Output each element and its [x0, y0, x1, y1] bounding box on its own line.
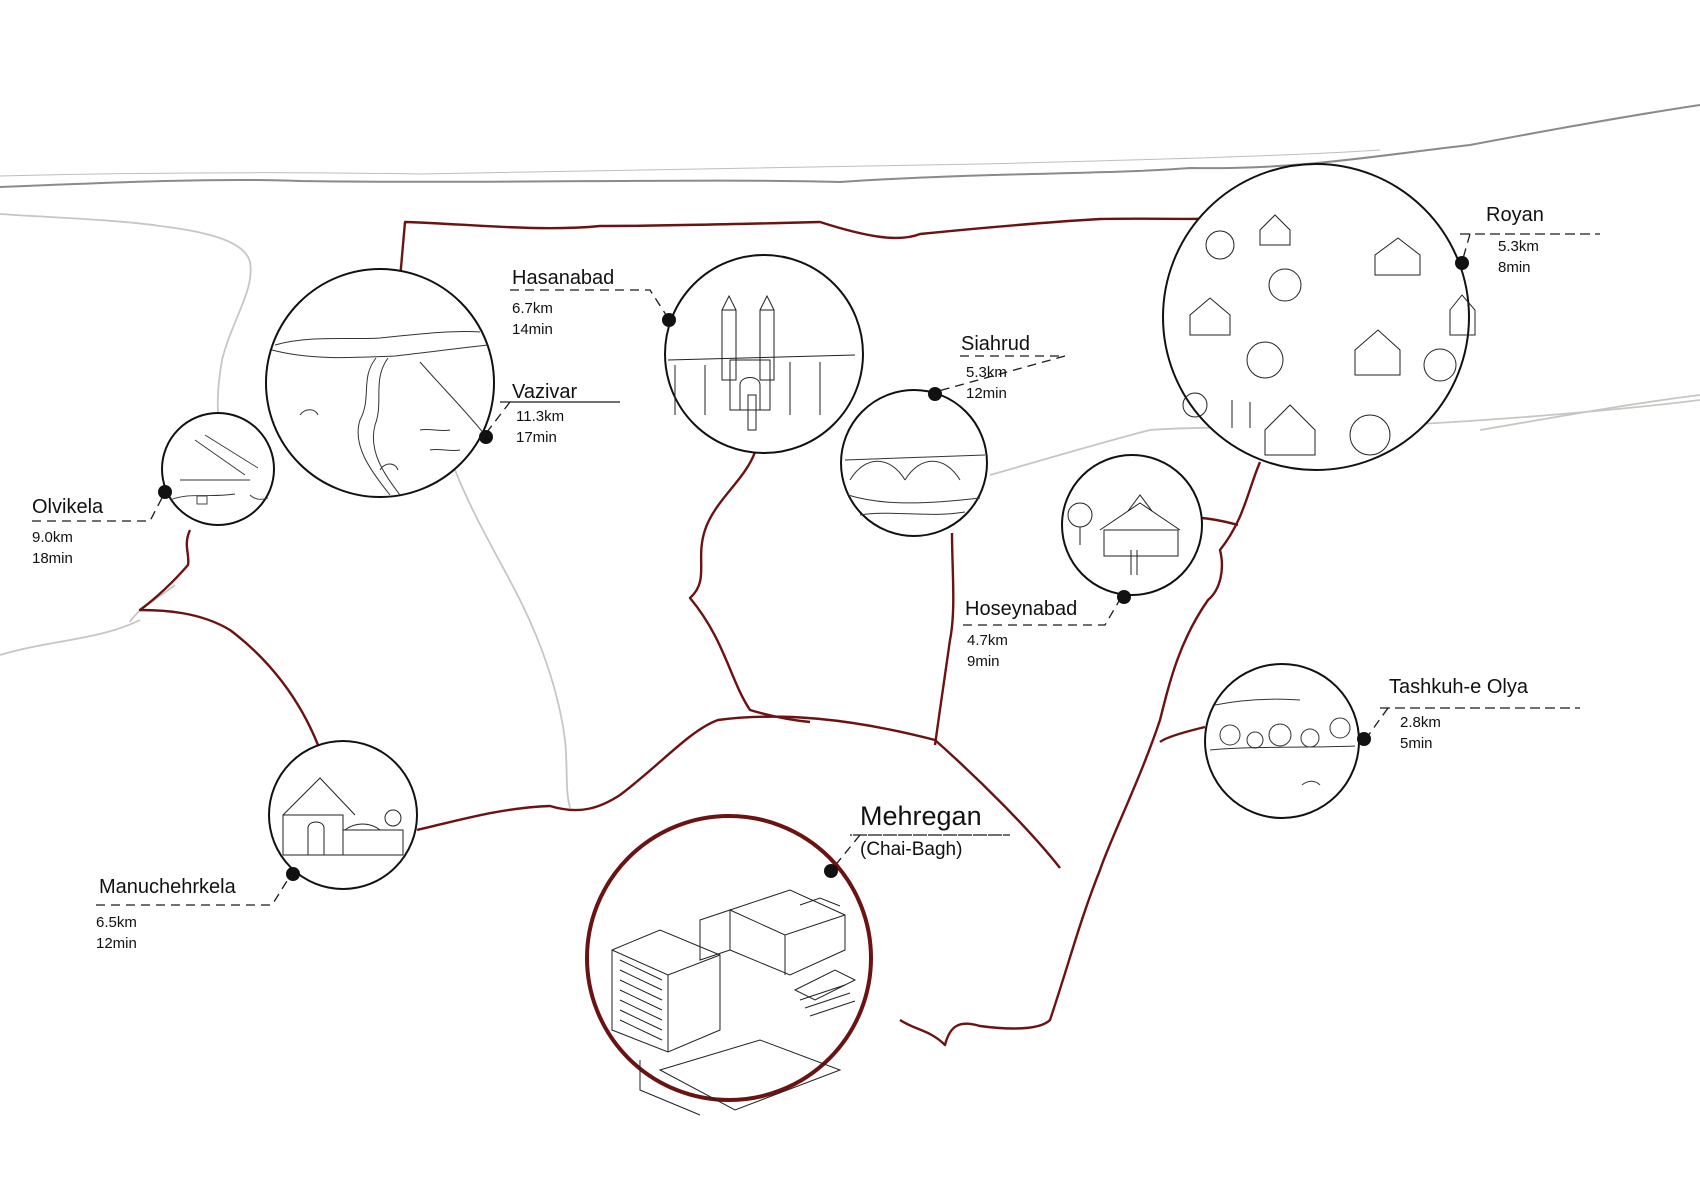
travel-time: 5min — [1400, 735, 1433, 752]
distance: 11.3km — [516, 408, 565, 425]
meta-olvikela: 9.0km 18min — [32, 527, 73, 569]
shrine-sketch-icon — [1067, 494, 1181, 575]
vignette-olvikela[interactable] — [161, 412, 275, 526]
marker-tashkuh — [1357, 732, 1371, 746]
distance: 6.5km — [96, 914, 137, 931]
vignette-hasanabad[interactable] — [664, 254, 864, 454]
meta-tashkuh: 2.8km 5min — [1400, 712, 1441, 754]
pavilions-sketch-icon — [1182, 214, 1476, 456]
label-chai-bagh: (Chai-Bagh) — [860, 840, 962, 859]
place-name: Vazivar — [512, 381, 578, 403]
distance: 5.3km — [1498, 238, 1539, 255]
meta-hoseynabad: 4.7km 9min — [967, 630, 1008, 672]
distance: 6.7km — [512, 300, 553, 317]
tomb-sketch-icon — [282, 777, 404, 856]
river-valley-sketch-icon — [271, 330, 489, 496]
travel-time: 17min — [516, 429, 557, 446]
travel-time: 8min — [1498, 259, 1531, 276]
marker-hasanabad — [662, 313, 676, 327]
vignette-mehregan[interactable] — [585, 814, 873, 1116]
vignette-royan[interactable] — [1162, 163, 1476, 471]
location-markers — [158, 256, 1469, 881]
vignette-tashkuh[interactable] — [1204, 663, 1360, 819]
label-olvikela: Olvikela — [32, 497, 103, 517]
main-site-name: Mehregan — [860, 801, 982, 831]
vignette-manuchehrkela[interactable] — [268, 740, 418, 890]
route-siahrud — [933, 532, 955, 746]
meta-royan: 5.3km 8min — [1498, 236, 1539, 278]
distance: 5.3km — [966, 364, 1007, 381]
marker-royan — [1455, 256, 1469, 270]
marker-vazivar — [479, 430, 493, 444]
marker-siahrud — [928, 387, 942, 401]
meta-vazivar: 11.3km 17min — [516, 406, 564, 448]
distance: 9.0km — [32, 529, 73, 546]
vignette-siahrud[interactable] — [840, 389, 988, 537]
building-perspective-sketch-icon — [611, 889, 857, 1116]
travel-time: 12min — [96, 935, 137, 952]
place-name: Manuchehrkela — [99, 876, 236, 898]
route-hasanabad — [688, 451, 811, 724]
terrain-sketch-icon — [169, 434, 269, 505]
marker-mehregan — [824, 864, 838, 878]
lake-sketch-icon — [1209, 698, 1356, 786]
route-northern — [398, 216, 1241, 280]
travel-time: 12min — [966, 385, 1007, 402]
vignette-hoseynabad[interactable] — [1061, 454, 1203, 596]
label-mehregan: Mehregan — [860, 803, 982, 830]
place-name: Hoseynabad — [965, 598, 1078, 620]
mosque-sketch-icon — [667, 294, 856, 431]
marker-olvikela — [158, 485, 172, 499]
meta-manuchehrkela: 6.5km 12min — [96, 912, 137, 954]
travel-time: 14min — [512, 321, 553, 338]
label-hoseynabad: Hoseynabad — [965, 599, 1077, 619]
leader-lines — [32, 233, 1600, 906]
marker-manuchehrkela — [286, 867, 300, 881]
distance: 2.8km — [1400, 714, 1441, 731]
road-network — [138, 216, 1262, 1047]
label-tashkuh: Tashkuh-e Olya — [1389, 677, 1528, 697]
label-siahrud: Siahrud — [961, 334, 1030, 354]
meta-siahrud: 5.3km 12min — [966, 362, 1007, 404]
place-name: Olvikela — [32, 496, 104, 518]
place-name: Hasanabad — [512, 267, 615, 289]
route-olvikela — [138, 529, 320, 746]
label-hasanabad: Hasanabad — [512, 268, 614, 288]
place-name: Siahrud — [961, 333, 1030, 355]
meta-hasanabad: 6.7km 14min — [512, 298, 553, 340]
bridge-sketch-icon — [844, 454, 986, 516]
route-royan-south — [899, 461, 1262, 1047]
coastline — [0, 104, 1700, 188]
label-royan: Royan — [1486, 205, 1544, 225]
vignette-vazivar[interactable] — [265, 268, 495, 498]
route-tashkuh-link — [1159, 725, 1206, 743]
place-name: Tashkuh-e Olya — [1389, 676, 1528, 698]
travel-time: 18min — [32, 550, 73, 567]
distance: 4.7km — [967, 632, 1008, 649]
label-manuchehrkela: Manuchehrkela — [99, 877, 236, 897]
route-manuchehrkela-east — [416, 715, 1061, 869]
marker-hoseynabad — [1117, 590, 1131, 604]
main-site-subtitle: (Chai-Bagh) — [860, 839, 963, 860]
label-vazivar: Vazivar — [512, 382, 577, 402]
coastline-inner — [0, 149, 1381, 177]
place-name: Royan — [1486, 204, 1544, 226]
travel-time: 9min — [967, 653, 1000, 670]
